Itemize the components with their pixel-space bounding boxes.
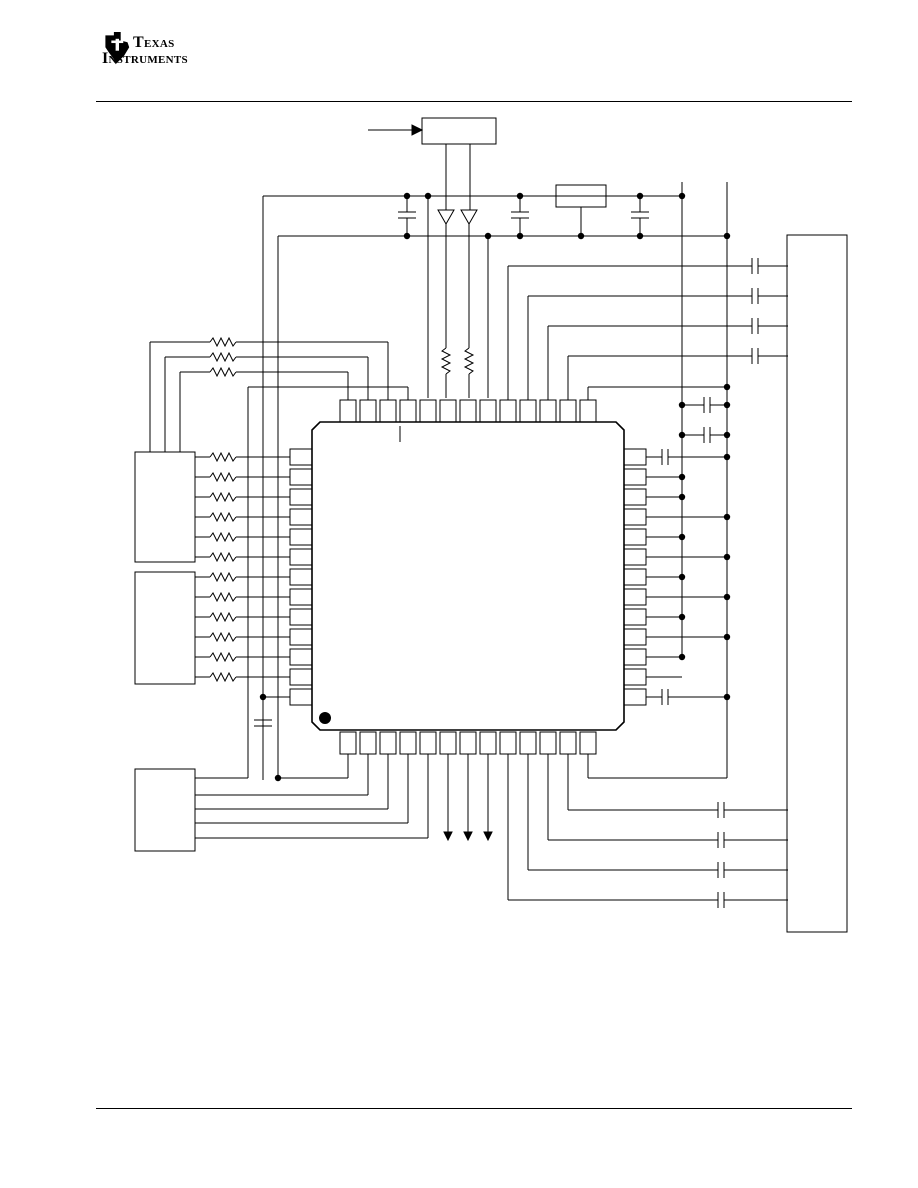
buffer-triangles bbox=[437, 209, 478, 398]
header-rule bbox=[96, 101, 852, 102]
top-pin-wiring bbox=[248, 265, 752, 400]
right-connector-block bbox=[786, 234, 848, 933]
top-coupling-capacitors bbox=[682, 258, 788, 443]
ti-texas-logo-icon bbox=[105, 32, 130, 65]
ic-top-pins bbox=[339, 399, 597, 423]
brand-line-2: Instruments bbox=[102, 50, 188, 67]
left-resistor-network bbox=[149, 336, 388, 779]
main-ic bbox=[311, 421, 625, 731]
supply-rails bbox=[262, 174, 731, 780]
junction-dots bbox=[259, 192, 731, 782]
left-connector-blocks bbox=[134, 451, 196, 852]
ic-right-pins bbox=[623, 448, 647, 706]
ic-left-pins bbox=[289, 448, 313, 706]
right-pin-wiring bbox=[646, 449, 727, 705]
rail-capacitors bbox=[398, 196, 649, 398]
ic-bottom-pins bbox=[339, 731, 597, 755]
bottom-pin-wiring bbox=[195, 754, 788, 908]
top-control-block bbox=[368, 117, 497, 210]
footer-rule bbox=[96, 1108, 852, 1109]
brand-wordmark: Texas Instruments bbox=[102, 34, 188, 67]
brand-line-1: Texas bbox=[133, 34, 175, 51]
